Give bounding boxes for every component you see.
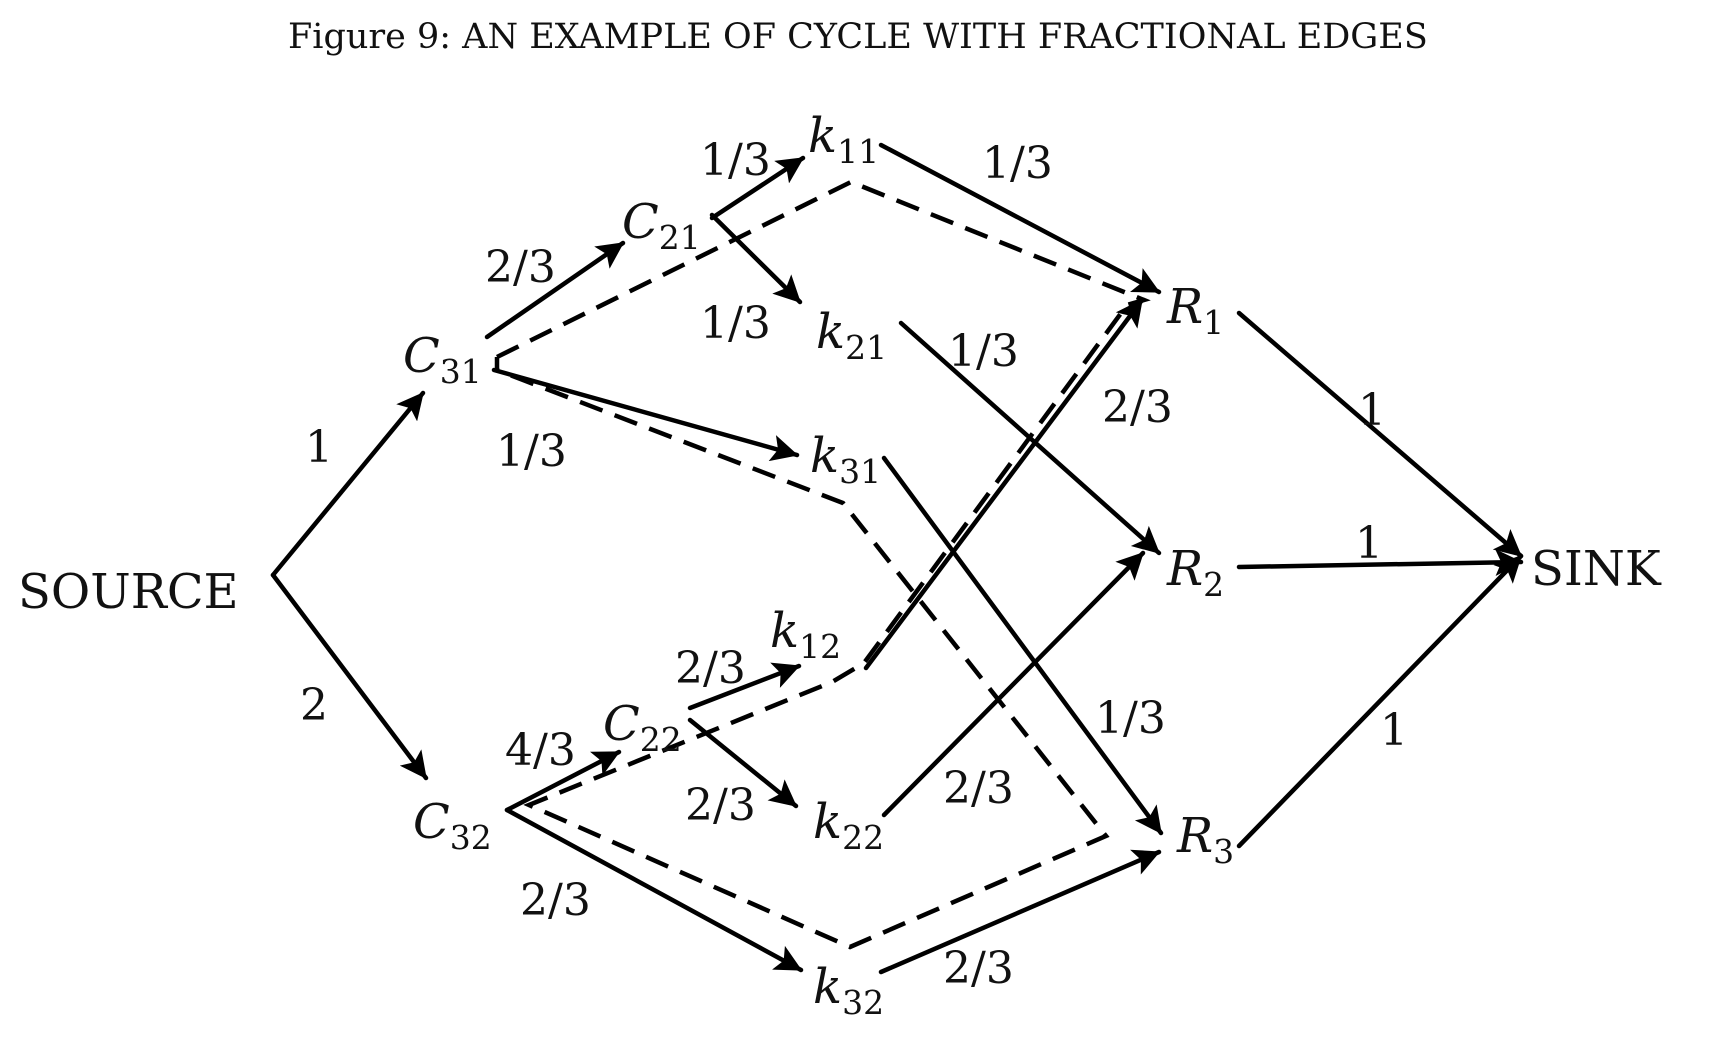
node-sink: SINK xyxy=(1531,541,1662,597)
node-c22-label: C xyxy=(603,696,640,752)
edge-label-c21-k11: 1/3 xyxy=(700,135,771,186)
node-r1-subscript: 1 xyxy=(1203,303,1224,342)
node-k12: k12 xyxy=(770,603,841,666)
node-c21-label: C xyxy=(622,194,659,250)
node-k21-subscript: 21 xyxy=(845,328,887,367)
edge-k22-r2 xyxy=(881,550,1146,818)
edge-label-source-c32: 2 xyxy=(300,680,328,731)
edge-label-k12-r1: 2/3 xyxy=(1102,382,1173,433)
node-k11-subscript: 11 xyxy=(837,132,879,171)
edge-k31-r3 xyxy=(881,455,1164,836)
node-k31: k31 xyxy=(810,428,881,491)
edge-label-k11-r1: 1/3 xyxy=(982,138,1053,189)
edge-c22-k12 xyxy=(687,662,802,711)
node-sink-label: SINK xyxy=(1531,541,1662,597)
edge-c32-c22 xyxy=(504,749,622,813)
edge-c21-k21 xyxy=(709,212,803,305)
edge-label-k22-r2: 2/3 xyxy=(943,763,1014,814)
edge-r2-sink xyxy=(1236,548,1524,576)
node-source-label: SOURCE xyxy=(18,564,239,620)
edge-k12-r1 xyxy=(863,297,1145,671)
node-c22: C22 xyxy=(603,696,682,759)
edge-label-c22-k22: 2/3 xyxy=(685,780,756,831)
node-r3: R3 xyxy=(1176,808,1234,871)
edge-c31-k31 xyxy=(491,367,800,462)
dashed-cycle-layer xyxy=(494,179,1151,950)
edge-label-source-c31: 1 xyxy=(305,422,333,473)
node-c32-subscript: 32 xyxy=(450,818,492,857)
node-c32-label: C xyxy=(413,794,450,850)
node-r3-subscript: 3 xyxy=(1213,832,1234,871)
edge-label-c21-k21: 1/3 xyxy=(700,298,771,349)
edge-label-r3-sink: 1 xyxy=(1380,705,1408,756)
edge-label-c32-c22: 4/3 xyxy=(505,725,576,776)
edge-label-r2-sink: 1 xyxy=(1355,518,1383,569)
edge-k11-r1 xyxy=(878,142,1162,295)
node-k22: k22 xyxy=(813,794,884,857)
edge-c32-k32 xyxy=(504,807,804,973)
node-k12-subscript: 12 xyxy=(799,627,841,666)
edge-source-c31 xyxy=(270,390,426,578)
edge-c21-k11 xyxy=(709,155,806,221)
node-c22-subscript: 22 xyxy=(640,720,682,759)
node-r1: R1 xyxy=(1166,279,1224,342)
node-k32: k32 xyxy=(813,959,884,1022)
edge-r3-sink xyxy=(1236,553,1524,849)
edge-label-r1-sink: 1 xyxy=(1358,385,1386,436)
node-r1-label: R xyxy=(1166,279,1203,335)
edges-layer xyxy=(270,142,1524,975)
edge-k21-r2 xyxy=(898,320,1162,556)
dashed-cycle-path xyxy=(494,179,1151,950)
node-k31-subscript: 31 xyxy=(839,452,881,491)
node-c31: C31 xyxy=(403,328,482,391)
node-k22-label: k xyxy=(813,794,842,850)
node-c31-subscript: 31 xyxy=(440,352,482,391)
node-k22-subscript: 22 xyxy=(842,818,884,857)
node-k32-subscript: 32 xyxy=(842,983,884,1022)
edge-label-c31-k31: 1/3 xyxy=(496,426,567,477)
edge-c22-k22 xyxy=(687,717,799,809)
node-k31-label: k xyxy=(810,428,839,484)
edge-source-c32 xyxy=(270,572,429,781)
node-r3-label: R xyxy=(1176,808,1213,864)
edge-labels-layer: 122/31/31/31/34/32/32/32/31/31/31/32/32/… xyxy=(300,135,1408,994)
node-k11-label: k xyxy=(808,108,837,164)
edge-label-c31-c21: 2/3 xyxy=(485,242,556,293)
node-r2-subscript: 2 xyxy=(1203,565,1224,604)
node-source: SOURCE xyxy=(18,564,239,620)
node-c32: C32 xyxy=(413,794,492,857)
edge-label-k32-r3: 2/3 xyxy=(943,943,1014,994)
node-c21-subscript: 21 xyxy=(659,218,701,257)
edge-k32-r3 xyxy=(878,849,1162,975)
edge-c31-c21 xyxy=(484,240,626,340)
figure-caption: Figure 9: AN EXAMPLE OF CYCLE WITH FRACT… xyxy=(288,17,1428,57)
node-r2: R2 xyxy=(1166,541,1224,604)
edge-label-k31-r3: 1/3 xyxy=(1095,693,1166,744)
node-k21-label: k xyxy=(816,304,845,360)
node-c21: C21 xyxy=(622,194,701,257)
edge-r1-sink xyxy=(1236,310,1524,559)
node-k11: k11 xyxy=(808,108,879,171)
node-c31-label: C xyxy=(403,328,440,384)
edge-label-k21-r2: 1/3 xyxy=(948,326,1019,377)
node-k32-label: k xyxy=(813,959,842,1015)
edge-label-c22-k12: 2/3 xyxy=(675,643,746,694)
edge-label-c32-k32: 2/3 xyxy=(520,875,591,926)
node-k21: k21 xyxy=(816,304,887,367)
node-r2-label: R xyxy=(1166,541,1203,597)
node-k12-label: k xyxy=(770,603,799,659)
